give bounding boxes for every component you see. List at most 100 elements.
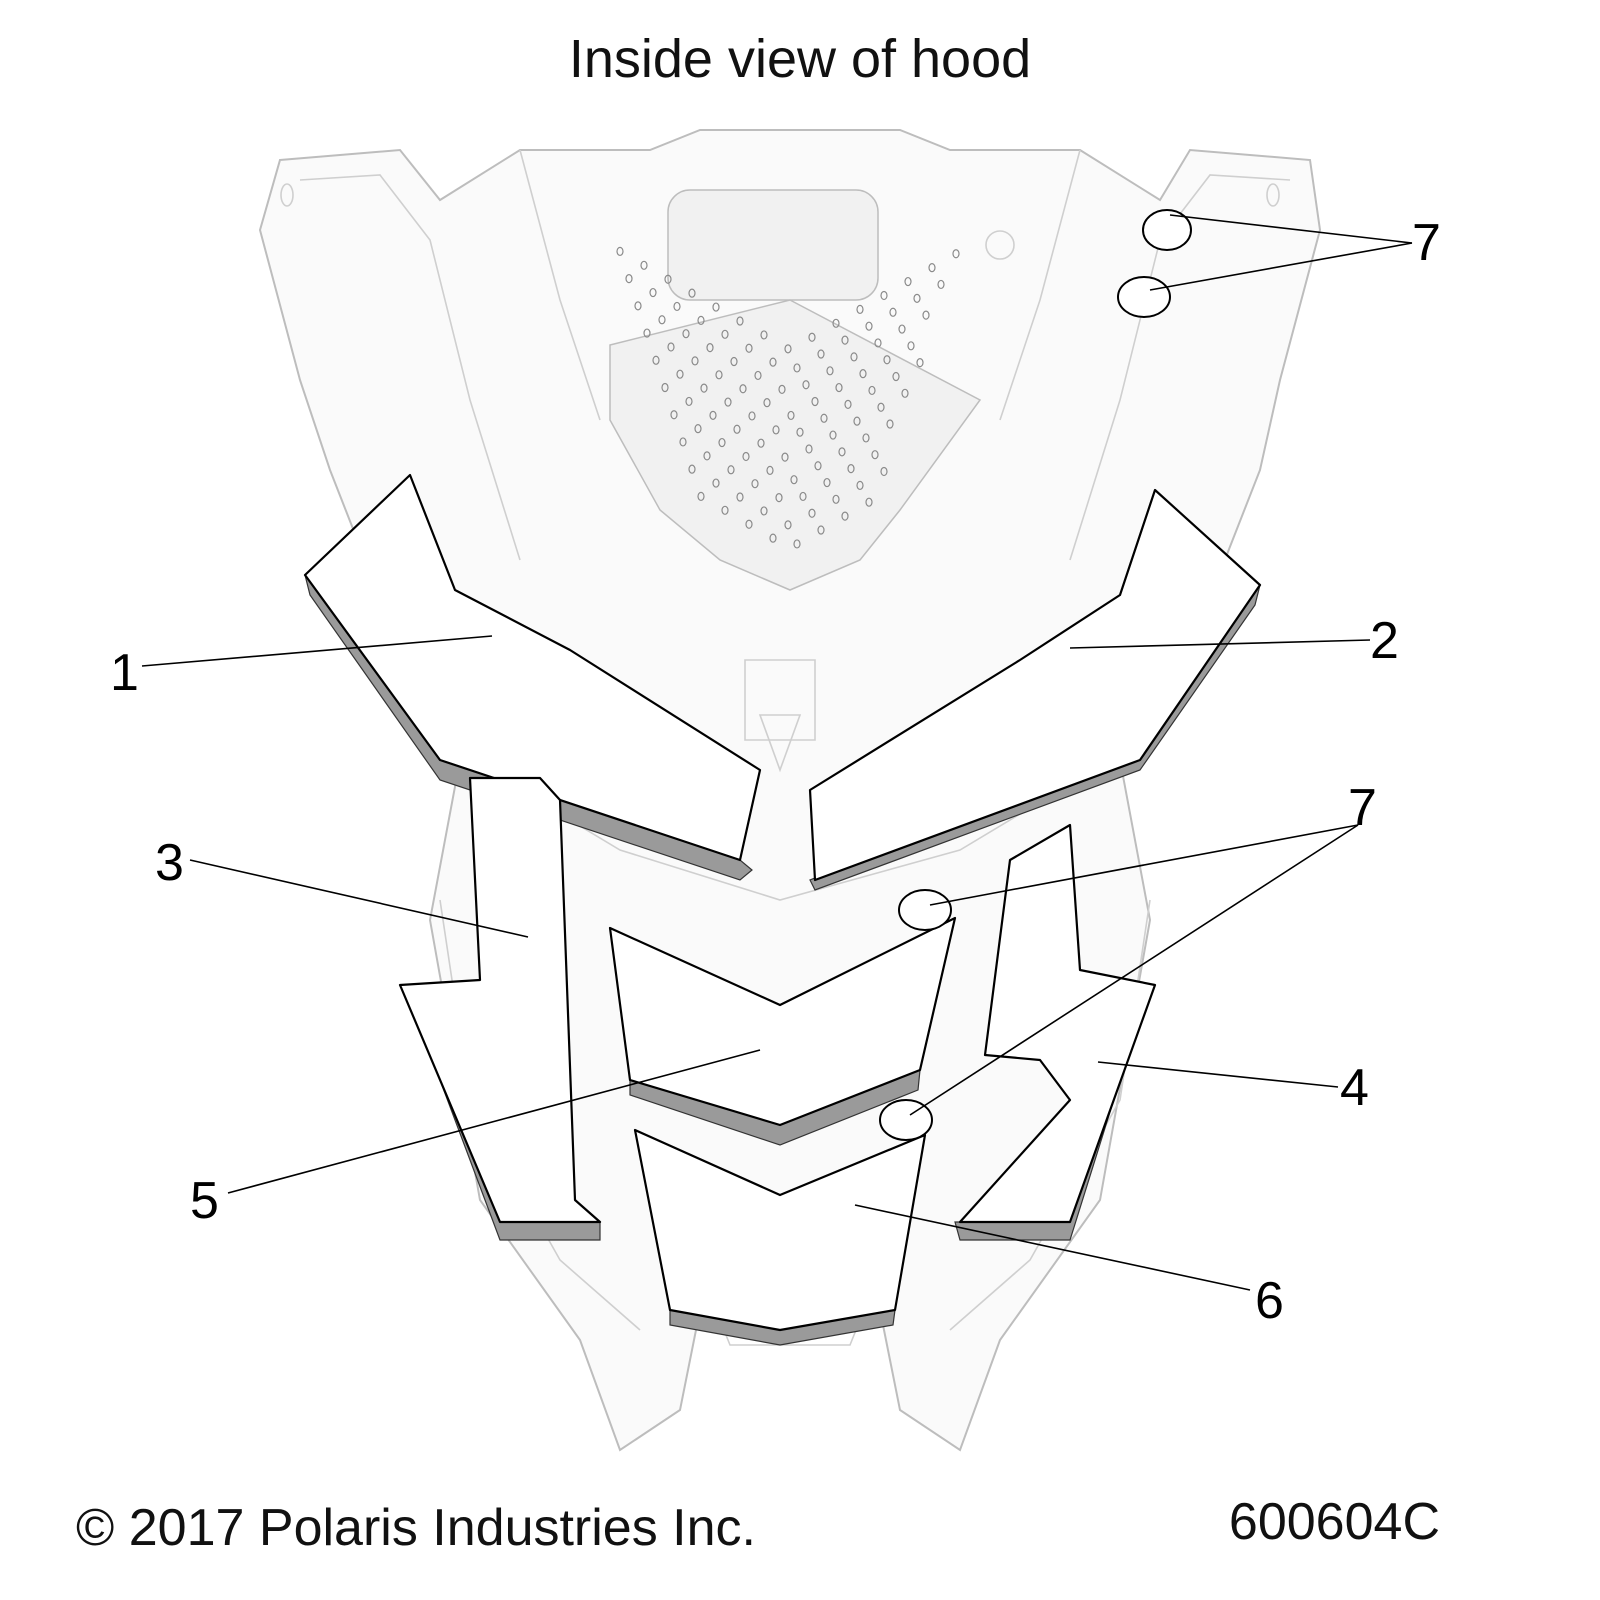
perforation-dot	[808, 332, 816, 342]
perforation-dot	[697, 315, 705, 325]
perforation-dot	[847, 464, 855, 474]
decal-1	[303, 473, 762, 881]
vent-panel	[609, 246, 982, 591]
perforation-dot	[841, 511, 849, 521]
perforation-dot	[952, 249, 960, 259]
figure-id: 600604C	[1228, 1493, 1440, 1551]
perforation-dot	[835, 382, 843, 393]
perforation-dot	[850, 352, 858, 362]
callout-4: 4	[1340, 1059, 1369, 1117]
perforation-dot	[763, 398, 771, 408]
perforation-dot	[691, 356, 699, 366]
perforation-dot	[790, 475, 798, 485]
perforation-dot	[760, 330, 768, 340]
perforation-dot	[838, 447, 846, 457]
perforation-dot	[778, 384, 786, 394]
perforation-dot	[916, 358, 924, 368]
leader-lines	[141, 214, 1413, 1291]
perforation-dot	[856, 480, 864, 490]
perforation-dot	[841, 335, 849, 345]
perforation-dot	[760, 506, 768, 516]
perforation-dot	[667, 342, 675, 352]
perforation-dot	[709, 410, 717, 420]
perforation-dot	[928, 263, 936, 273]
perforation-dot	[643, 328, 651, 338]
callout-5: 5	[190, 1172, 219, 1230]
perforation-dot	[724, 397, 732, 407]
decal-4	[954, 823, 1157, 1241]
perforation-dot	[814, 461, 822, 471]
perforation-dot	[712, 478, 720, 488]
perforation-dot	[868, 385, 876, 396]
pad-upper-2	[1117, 276, 1171, 318]
perforation-dot	[712, 302, 720, 312]
perforation-dot	[757, 438, 765, 448]
callout-7-upper: 7	[1412, 214, 1441, 272]
perforation-dot	[913, 293, 921, 303]
perforation-dot	[748, 411, 756, 421]
decal-6	[633, 1128, 927, 1346]
perforation-dot	[844, 399, 852, 409]
perforation-dot	[871, 450, 879, 460]
perforation-dot	[721, 329, 729, 339]
perforation-dot	[733, 424, 741, 434]
perforation-dot	[703, 451, 711, 461]
perforation-dot	[922, 310, 930, 320]
vent-perforations	[616, 246, 960, 549]
perforation-dot	[853, 416, 861, 426]
perforation-dot	[787, 410, 795, 421]
perforation-dot	[823, 477, 831, 488]
perforation-dot	[769, 533, 777, 543]
perforation-dot	[742, 451, 750, 462]
perforation-dot	[736, 316, 744, 326]
perforation-dot	[766, 465, 774, 475]
callout-3: 3	[155, 834, 184, 892]
perforation-dot	[802, 380, 810, 390]
perforation-dot	[679, 437, 687, 447]
perforation-dot	[880, 290, 888, 301]
perforation-dot	[856, 304, 864, 314]
perforation-dot	[793, 539, 801, 549]
perforation-dot	[661, 382, 669, 393]
perforation-dot	[676, 369, 684, 379]
perforation-dot	[865, 497, 873, 507]
perforation-dot	[937, 279, 945, 290]
perforation-dot	[670, 410, 678, 420]
callout-6: 6	[1255, 1272, 1284, 1330]
perforation-dot	[688, 288, 696, 298]
perforation-dot	[799, 491, 807, 502]
perforation-dot	[721, 505, 729, 515]
perforation-dot	[862, 433, 870, 443]
perforation-dot	[898, 324, 906, 334]
perforation-dot	[892, 371, 900, 382]
perforation-dot	[718, 437, 726, 448]
perforation-dot	[739, 384, 747, 394]
perforation-dot	[736, 492, 744, 502]
perforation-dot	[685, 396, 693, 407]
callout-1: 1	[110, 644, 139, 702]
pad-upper-1	[1142, 209, 1192, 251]
decal-2	[808, 488, 1262, 891]
perforation-dot	[658, 315, 666, 325]
callout-7-lower: 7	[1348, 779, 1377, 837]
perforation-dot	[673, 301, 681, 312]
decal-5	[608, 916, 957, 1146]
perforation-dot	[832, 318, 840, 328]
perforation-dot	[877, 402, 885, 412]
perforation-dot	[652, 355, 660, 365]
perforation-dot	[826, 366, 834, 376]
perforation-dot	[805, 444, 813, 454]
perforation-dot	[649, 287, 657, 298]
perforation-dot	[874, 338, 882, 348]
perforation-dot	[784, 520, 792, 530]
decal-3	[398, 776, 602, 1241]
pad-middle	[898, 889, 952, 931]
perforation-dot	[907, 341, 915, 351]
callout-labels: 1 2 3 4 5 6 7 7	[110, 214, 1441, 1330]
perforation-dot	[727, 465, 735, 475]
perforation-dot	[796, 427, 804, 437]
perforation-dot	[883, 355, 891, 365]
callout-2: 2	[1370, 612, 1399, 670]
perforation-dot	[904, 276, 912, 287]
